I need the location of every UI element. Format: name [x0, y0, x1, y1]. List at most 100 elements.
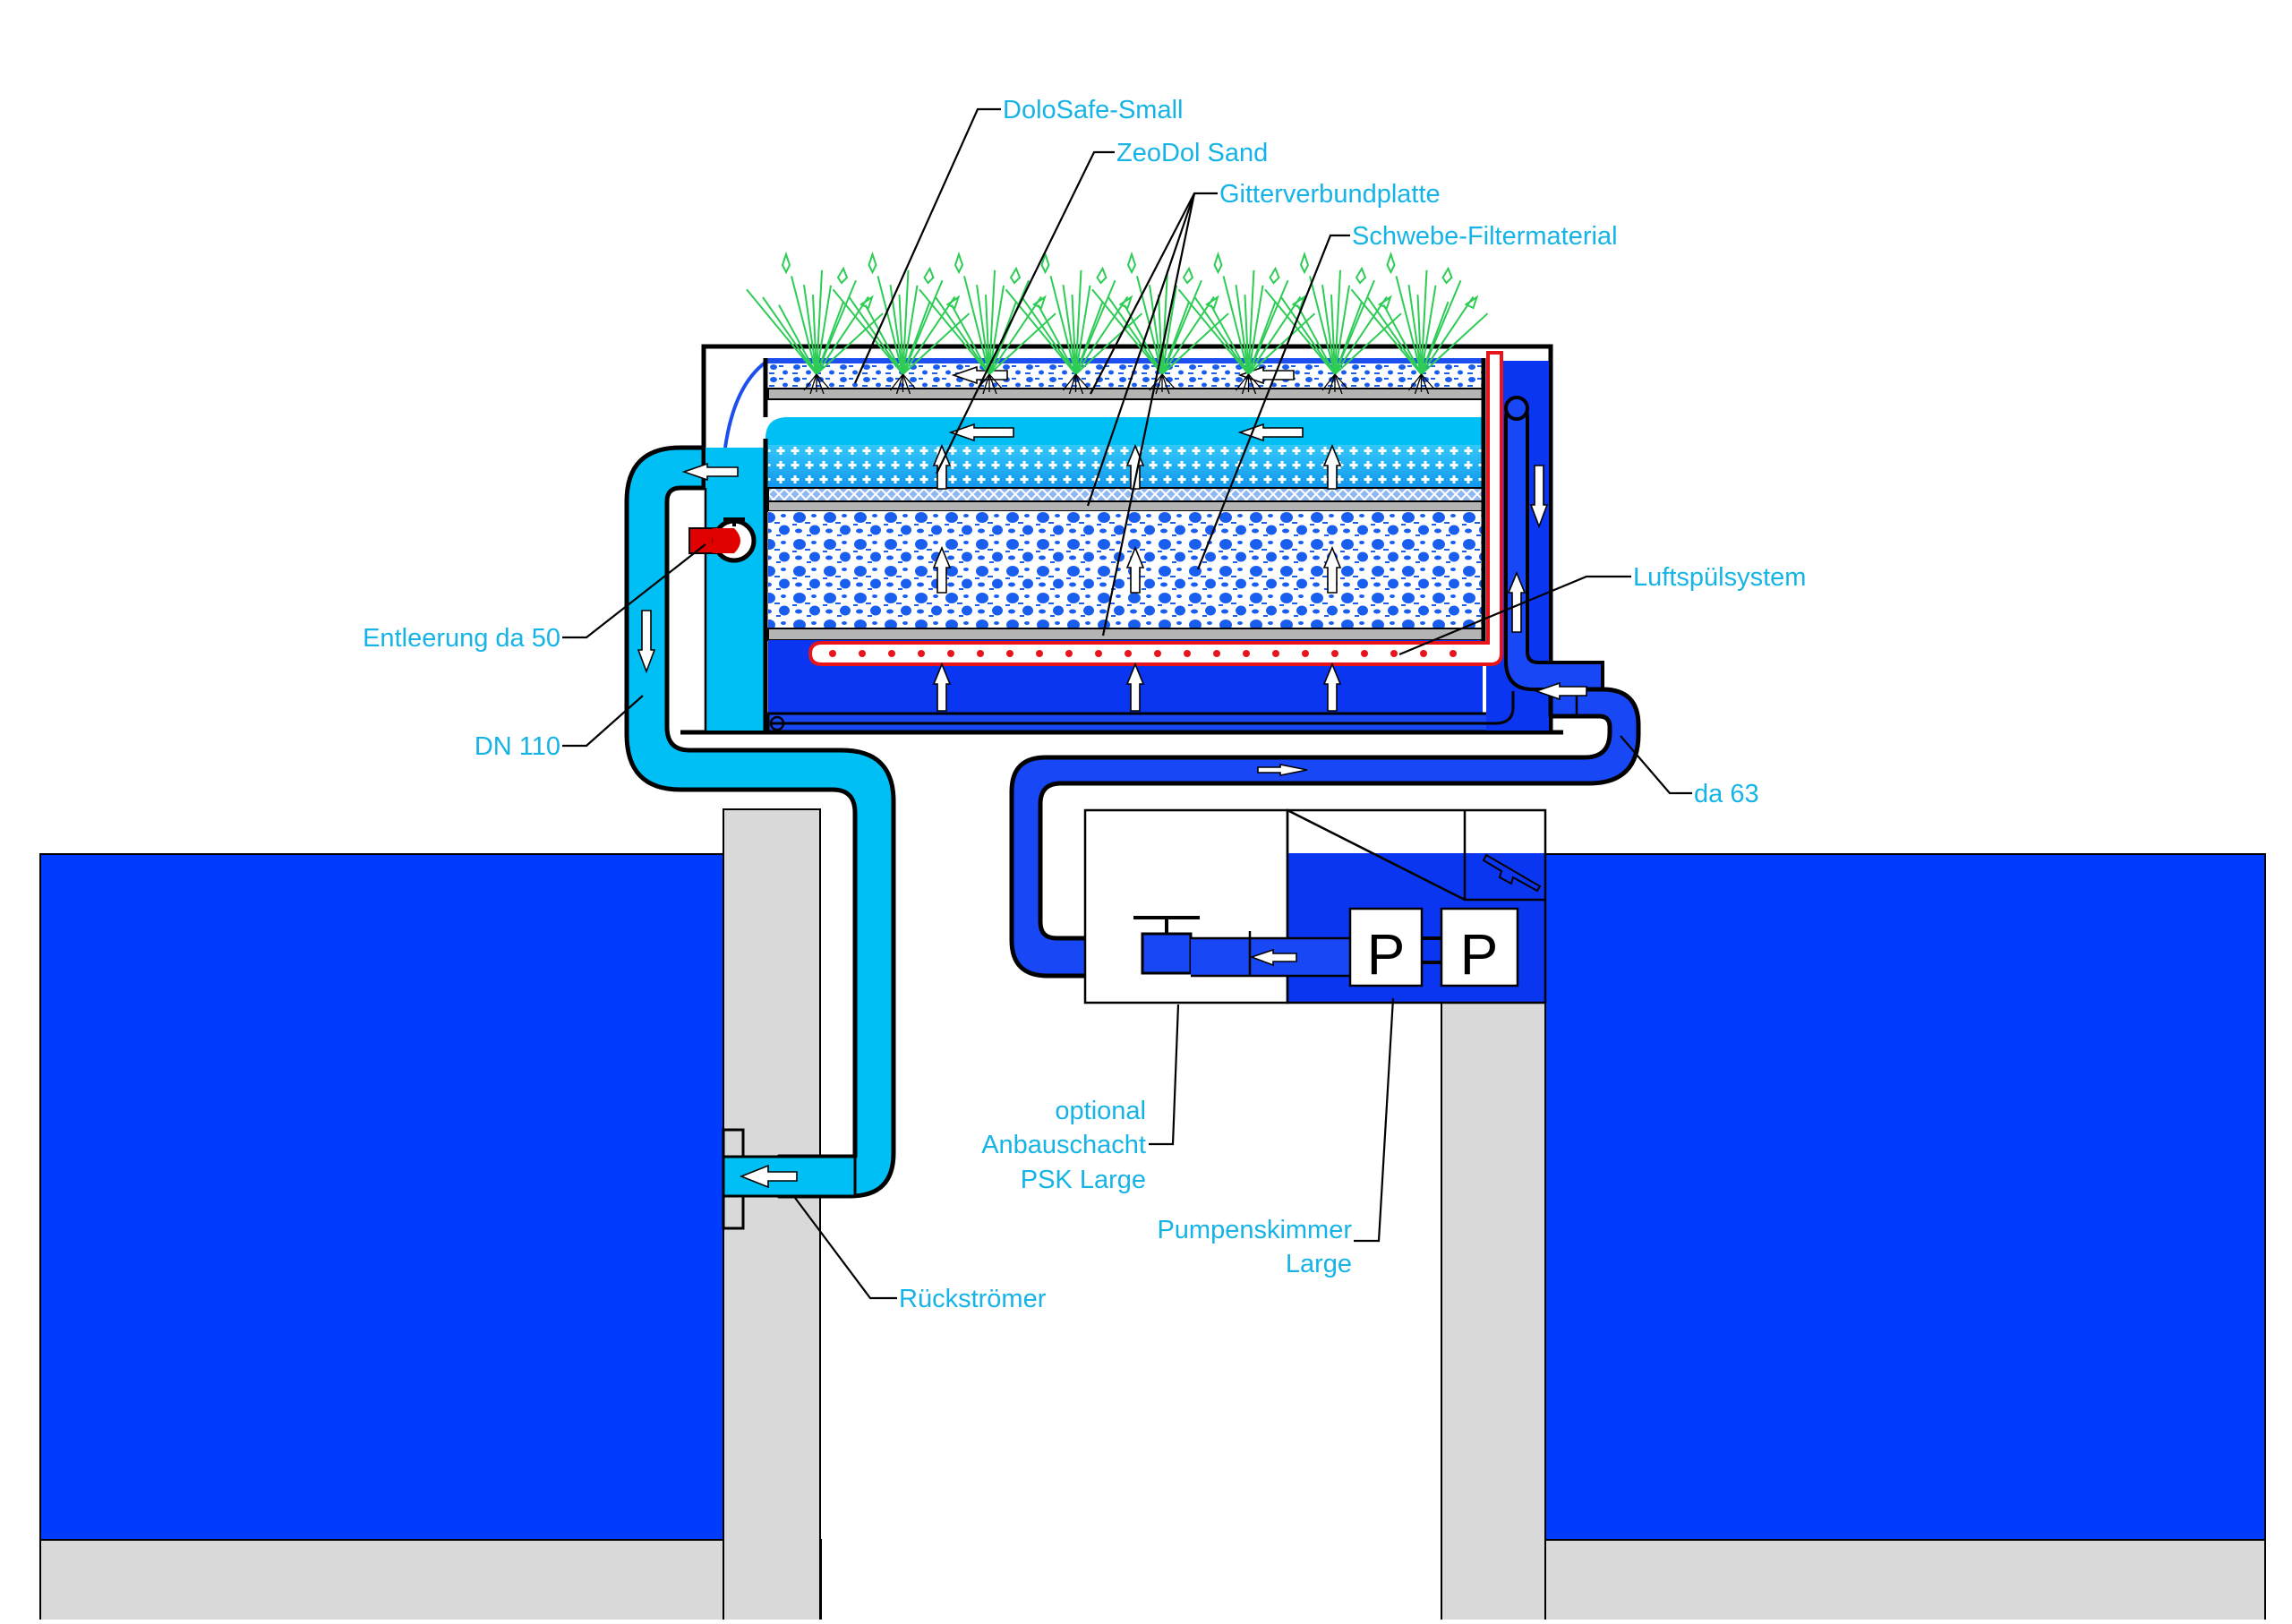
- plant-seed-head: [1118, 295, 1133, 310]
- drain-valve: [688, 517, 757, 563]
- air-hole: [1302, 650, 1309, 657]
- skimmer-flap: [1482, 853, 1542, 893]
- plant-blade: [1247, 295, 1302, 375]
- plant-blade: [1321, 285, 1336, 375]
- plant-root: [988, 373, 997, 395]
- plant-seed-head: [945, 295, 961, 310]
- plant-seed-head: [954, 251, 964, 275]
- plant-seed-head: [1441, 266, 1453, 285]
- plant-blade: [898, 295, 904, 375]
- plant-blade: [1334, 279, 1375, 375]
- air-hole: [1213, 650, 1220, 657]
- left-pond-wall-bottom: [39, 1539, 822, 1624]
- plant: [1350, 251, 1489, 395]
- plant-blade: [1296, 304, 1336, 375]
- label-anbauschacht-3: PSK Large: [1021, 1166, 1146, 1194]
- plant-blade: [988, 295, 1042, 375]
- plant-blade: [816, 285, 832, 375]
- plant-blade: [746, 288, 817, 375]
- leader-lines: [562, 107, 1692, 1300]
- plant-blade: [1091, 288, 1163, 375]
- plant-blade: [803, 285, 817, 375]
- plant-blade: [1021, 296, 1077, 375]
- plant-blade: [1161, 279, 1202, 375]
- plant-blade: [902, 285, 919, 375]
- plant-blade: [902, 312, 971, 375]
- right-pond-water: [1544, 853, 2266, 1541]
- label-dn110: DN 110: [475, 732, 560, 761]
- plant-blade: [1071, 295, 1077, 375]
- plant-seed-head: [1269, 266, 1280, 285]
- plant-blade: [1074, 285, 1091, 375]
- plant-blade: [1395, 276, 1423, 375]
- air-hole: [918, 650, 925, 657]
- plant-blade: [1193, 296, 1250, 375]
- plant-seed-head: [836, 266, 849, 285]
- plant-seed-head: [868, 251, 877, 275]
- flow-arrow-left-skimmer: [1249, 948, 1297, 967]
- plant-blade: [791, 276, 817, 375]
- plant-blade: [1158, 295, 1163, 375]
- flow-arrow-down-dn110: [637, 610, 656, 674]
- plant-blade: [1247, 285, 1264, 375]
- plant-blade: [1074, 295, 1129, 375]
- plant-blade: [832, 288, 904, 375]
- plant-blade: [1334, 269, 1341, 375]
- plant-root: [1161, 373, 1176, 389]
- labels: DoloSafe-Small ZeoDol Sand Gitterverbund…: [363, 96, 1806, 1313]
- label-da63: da 63: [1694, 780, 1759, 808]
- plant-blade: [1334, 295, 1388, 375]
- plant: [746, 251, 884, 395]
- plant-blade: [1416, 295, 1423, 375]
- plant-blade: [1074, 269, 1082, 375]
- right-pond-wall-side: [1441, 1002, 1546, 1624]
- flow-arrow-up: [1322, 662, 1342, 712]
- grid-plate-2: [767, 500, 1484, 512]
- plant-blade: [988, 312, 1056, 375]
- plant: [1005, 251, 1143, 395]
- plant-blade: [951, 304, 990, 375]
- plant-blade: [1330, 295, 1336, 375]
- label-anbauschacht-1: optional: [1055, 1097, 1146, 1125]
- plant: [1264, 251, 1402, 395]
- plant-seed-head: [1213, 251, 1223, 275]
- plant-roots: [803, 373, 830, 395]
- ball-valve: [1141, 932, 1193, 975]
- plant-root: [1062, 373, 1077, 391]
- plant-blade: [1244, 295, 1250, 375]
- plant-roots: [976, 373, 1003, 395]
- plant-blade: [816, 279, 857, 375]
- label-zeodol: ZeoDol Sand: [1116, 139, 1268, 167]
- air-hole: [977, 650, 984, 657]
- plant-seed-head: [781, 251, 791, 275]
- plant-blade: [1062, 285, 1077, 375]
- flow-arrow-down-inlet: [1529, 465, 1549, 529]
- plant-blade: [1309, 276, 1336, 375]
- label-pumpenskimmer-1: Pumpenskimmer: [1157, 1216, 1352, 1244]
- plant-seed-head: [1096, 266, 1108, 285]
- right-pond-wall-bottom: [1441, 1539, 2266, 1624]
- pump-2-symbol: P: [1460, 922, 1499, 987]
- plant-blade: [812, 295, 817, 375]
- plant-root: [1074, 373, 1084, 395]
- plant-seed-head: [1291, 295, 1306, 310]
- plant-blade: [902, 279, 944, 375]
- air-hole: [1243, 650, 1250, 657]
- plant-root: [1334, 373, 1348, 389]
- plant-blade: [988, 269, 996, 375]
- plant-blade: [1161, 269, 1168, 375]
- air-hole: [1095, 650, 1102, 657]
- plant-blade: [1407, 285, 1423, 375]
- flow-arrow-left-da63: [1534, 681, 1587, 701]
- plant-blade: [1005, 288, 1077, 375]
- flow-arrow-up: [1125, 545, 1145, 594]
- label-dolosafe: DoloSafe-Small: [1003, 96, 1183, 124]
- plant-seed-head: [923, 266, 935, 285]
- plant-root: [1248, 373, 1261, 389]
- plant-blade: [1247, 279, 1289, 375]
- plant-blade: [1420, 269, 1428, 375]
- plant-seed-head: [1386, 251, 1396, 275]
- plant-blade: [919, 288, 990, 375]
- plant-roots: [889, 373, 916, 395]
- left-pond-water: [39, 853, 724, 1541]
